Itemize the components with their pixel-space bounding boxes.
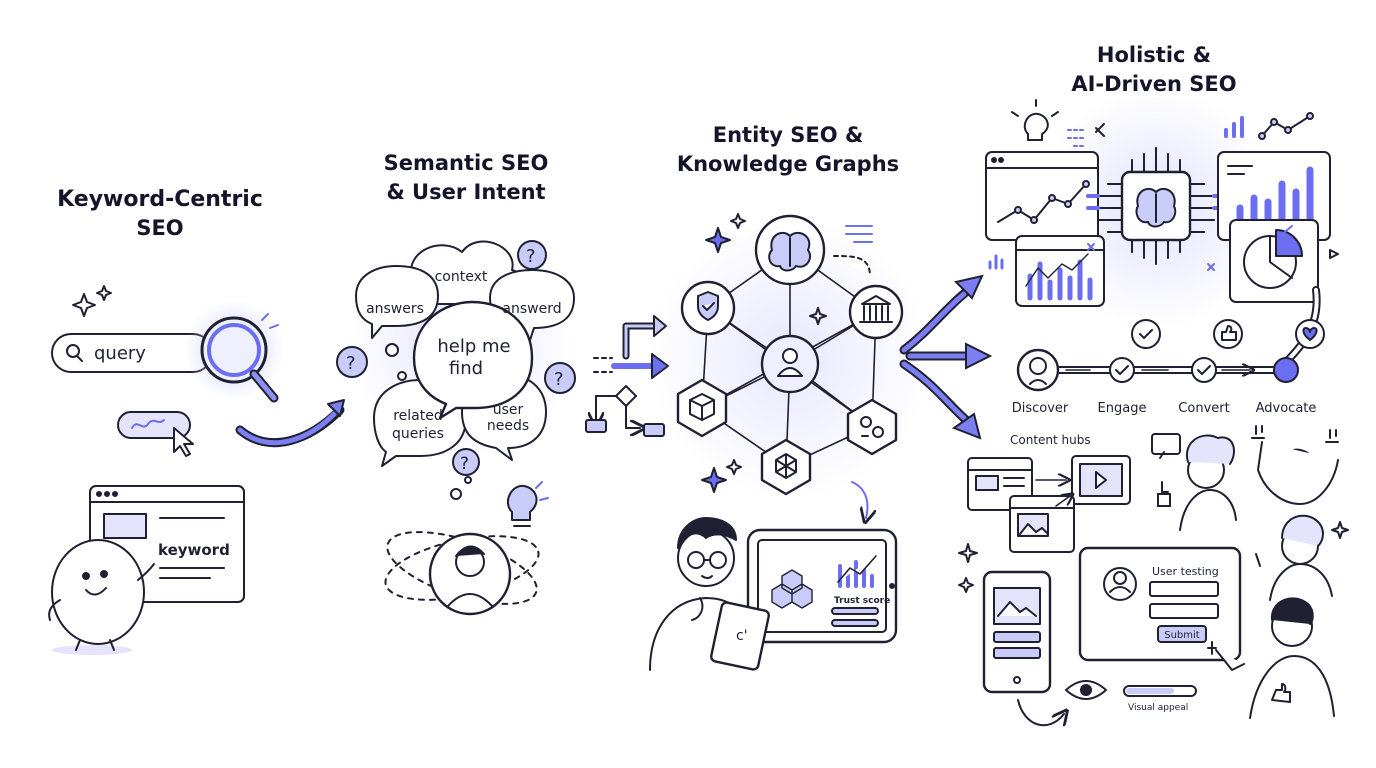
line-chart-icon [1261,115,1311,137]
bubble-center-label-line2: find [449,358,483,379]
sparkle-icon [705,227,731,253]
sparkle-icon [958,577,974,593]
question-icon: ? [452,448,480,476]
svg-text:?: ? [554,369,564,390]
bar-chart-icon [1224,116,1244,138]
question-icon: ? [517,240,547,270]
phone-icon [982,570,1052,694]
stage2-title-line2: & User Intent [386,180,545,204]
package-node [676,378,728,438]
bubble-needs-label-line2: needs [487,418,529,434]
institution-node [848,284,904,340]
celebrating-people [1151,425,1339,719]
sparkle-icon [72,293,96,317]
user-testing-input[interactable] [1149,603,1219,619]
eye-icon [1065,680,1107,700]
stage-holistic-ai [958,88,1349,725]
user-avatar [428,532,512,616]
journey-step-convert: Convert [1178,401,1229,416]
bubble-answers-label: answers [366,301,424,317]
bubble-needs-label-line1: user [493,402,524,418]
question-icon: ? [336,346,368,378]
pie-chart-icon [1229,219,1339,303]
svg-text:c': c' [736,628,748,644]
tablet-icon: c' [710,601,770,671]
search-people-node [846,398,898,456]
submit-button[interactable] [1157,625,1207,643]
user-testing-title: User testing [1152,565,1219,578]
stage2-title-line1: Semantic SEO [384,151,549,175]
bubble-answerd-label: answerd [502,301,561,317]
submit-button-label[interactable]: Submit [1164,630,1200,641]
stage1-title-line2: SEO [136,216,183,240]
svg-text:?: ? [526,246,536,267]
bubble-answers [355,265,439,339]
stage-semantic-seo: ? ? ? ? [336,240,576,616]
shield-node [680,280,736,336]
search-query-text: query [94,343,146,364]
journey-step-discover: Discover [1012,401,1069,416]
stage4-title-line1: Holistic & [1097,43,1211,67]
brain-node [754,214,826,286]
svg-text:?: ? [460,454,469,474]
lightbulb-icon [506,481,549,527]
journey-step-advocate: Advocate [1256,401,1317,416]
user-testing-card [1078,546,1242,662]
user-testing-input[interactable] [1149,581,1219,597]
sparkle-icon [96,285,112,301]
bubble-related-label-line1: related [393,408,443,424]
sparkle-icon [958,543,978,563]
stage3-title-line2: Knowledge Graphs [677,152,899,176]
cursor-icon [173,427,194,457]
content-hubs-label: Content hubs [1010,433,1091,447]
journey-step-engage: Engage [1098,401,1147,416]
content-hubs [967,455,1131,553]
molecule-node [760,438,812,496]
video-icon [1095,471,1107,489]
transition-arrows [899,274,993,440]
sparkle-icon [730,213,746,229]
bubble-context-label: context [435,269,488,285]
mascot-character [48,539,155,655]
link-chip[interactable] [117,411,191,439]
trust-score-label: Trust score [834,596,890,606]
page-keyword-text: keyword [158,541,230,559]
bubble-help-me-find [412,300,534,420]
line-chart-window [985,151,1099,241]
stage3-title-line1: Entity SEO & [713,123,864,147]
customer-journey [1016,286,1325,392]
search-icon [66,344,80,358]
person-node [760,334,820,394]
stage-keyword-centric [48,285,345,655]
dashboard-monitor [746,528,898,644]
question-icon: ? [544,362,576,394]
svg-text:?: ? [346,353,356,374]
stage1-title-line1: Keyword-Centric [57,187,263,212]
visual-appeal-label: Visual appeal [1128,703,1188,713]
bubble-related-label-line2: queries [392,426,444,442]
stage4-title-line2: AI-Driven SEO [1071,72,1236,96]
ai-chip-icon [1086,147,1224,265]
stage-entity-seo: c' [649,213,930,671]
sparkle-icon [701,467,727,493]
sparkle-icon [726,459,742,475]
magnifier-icon [200,313,279,403]
lightbulb-icon [1011,99,1059,141]
sparkle-icon [1331,521,1349,539]
bubble-center-label-line1: help me [437,336,510,357]
